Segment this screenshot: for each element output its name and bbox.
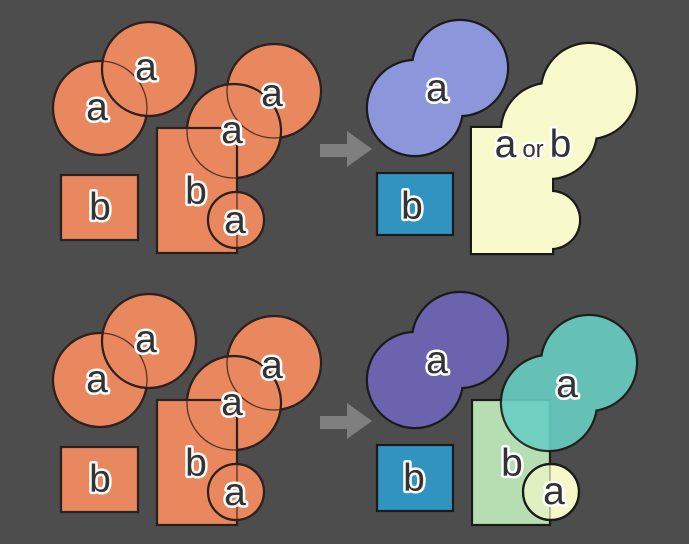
blue-rectangle xyxy=(375,171,455,237)
shape-label: a xyxy=(261,344,283,387)
shape-label: a xyxy=(261,72,283,115)
arrow-right-icon xyxy=(320,403,372,439)
shape-label: b xyxy=(403,457,425,500)
shape-label: a xyxy=(135,318,157,361)
shape-label: b xyxy=(501,442,523,485)
shape-label: a xyxy=(135,46,157,89)
arrow-right-icon xyxy=(320,131,372,167)
shape-label: a xyxy=(426,339,448,382)
shape-label: b xyxy=(401,185,423,228)
shape-label: b xyxy=(185,170,207,213)
cream-circle-outline xyxy=(521,462,581,522)
shape-label: b xyxy=(89,186,111,229)
shape-label: a xyxy=(224,199,246,242)
panel-bottom-before: a a a a b a b xyxy=(51,292,323,527)
shape-label: a xyxy=(86,358,108,401)
shape-label: a xyxy=(556,363,578,406)
shape-label: a xyxy=(426,67,448,110)
panel-bottom-after: a a b b a xyxy=(368,293,636,527)
shape-label: a xyxy=(224,471,246,514)
shape-label: a xyxy=(543,470,565,513)
panel-top-before: a a a a b a b xyxy=(51,20,323,255)
shape-label: b xyxy=(185,442,207,485)
blue-rectangle xyxy=(375,443,455,513)
shape-label: b xyxy=(89,458,111,501)
shape-label: a xyxy=(221,109,243,152)
shape-label: a xyxy=(86,86,108,129)
shape-label: a xyxy=(221,381,243,424)
